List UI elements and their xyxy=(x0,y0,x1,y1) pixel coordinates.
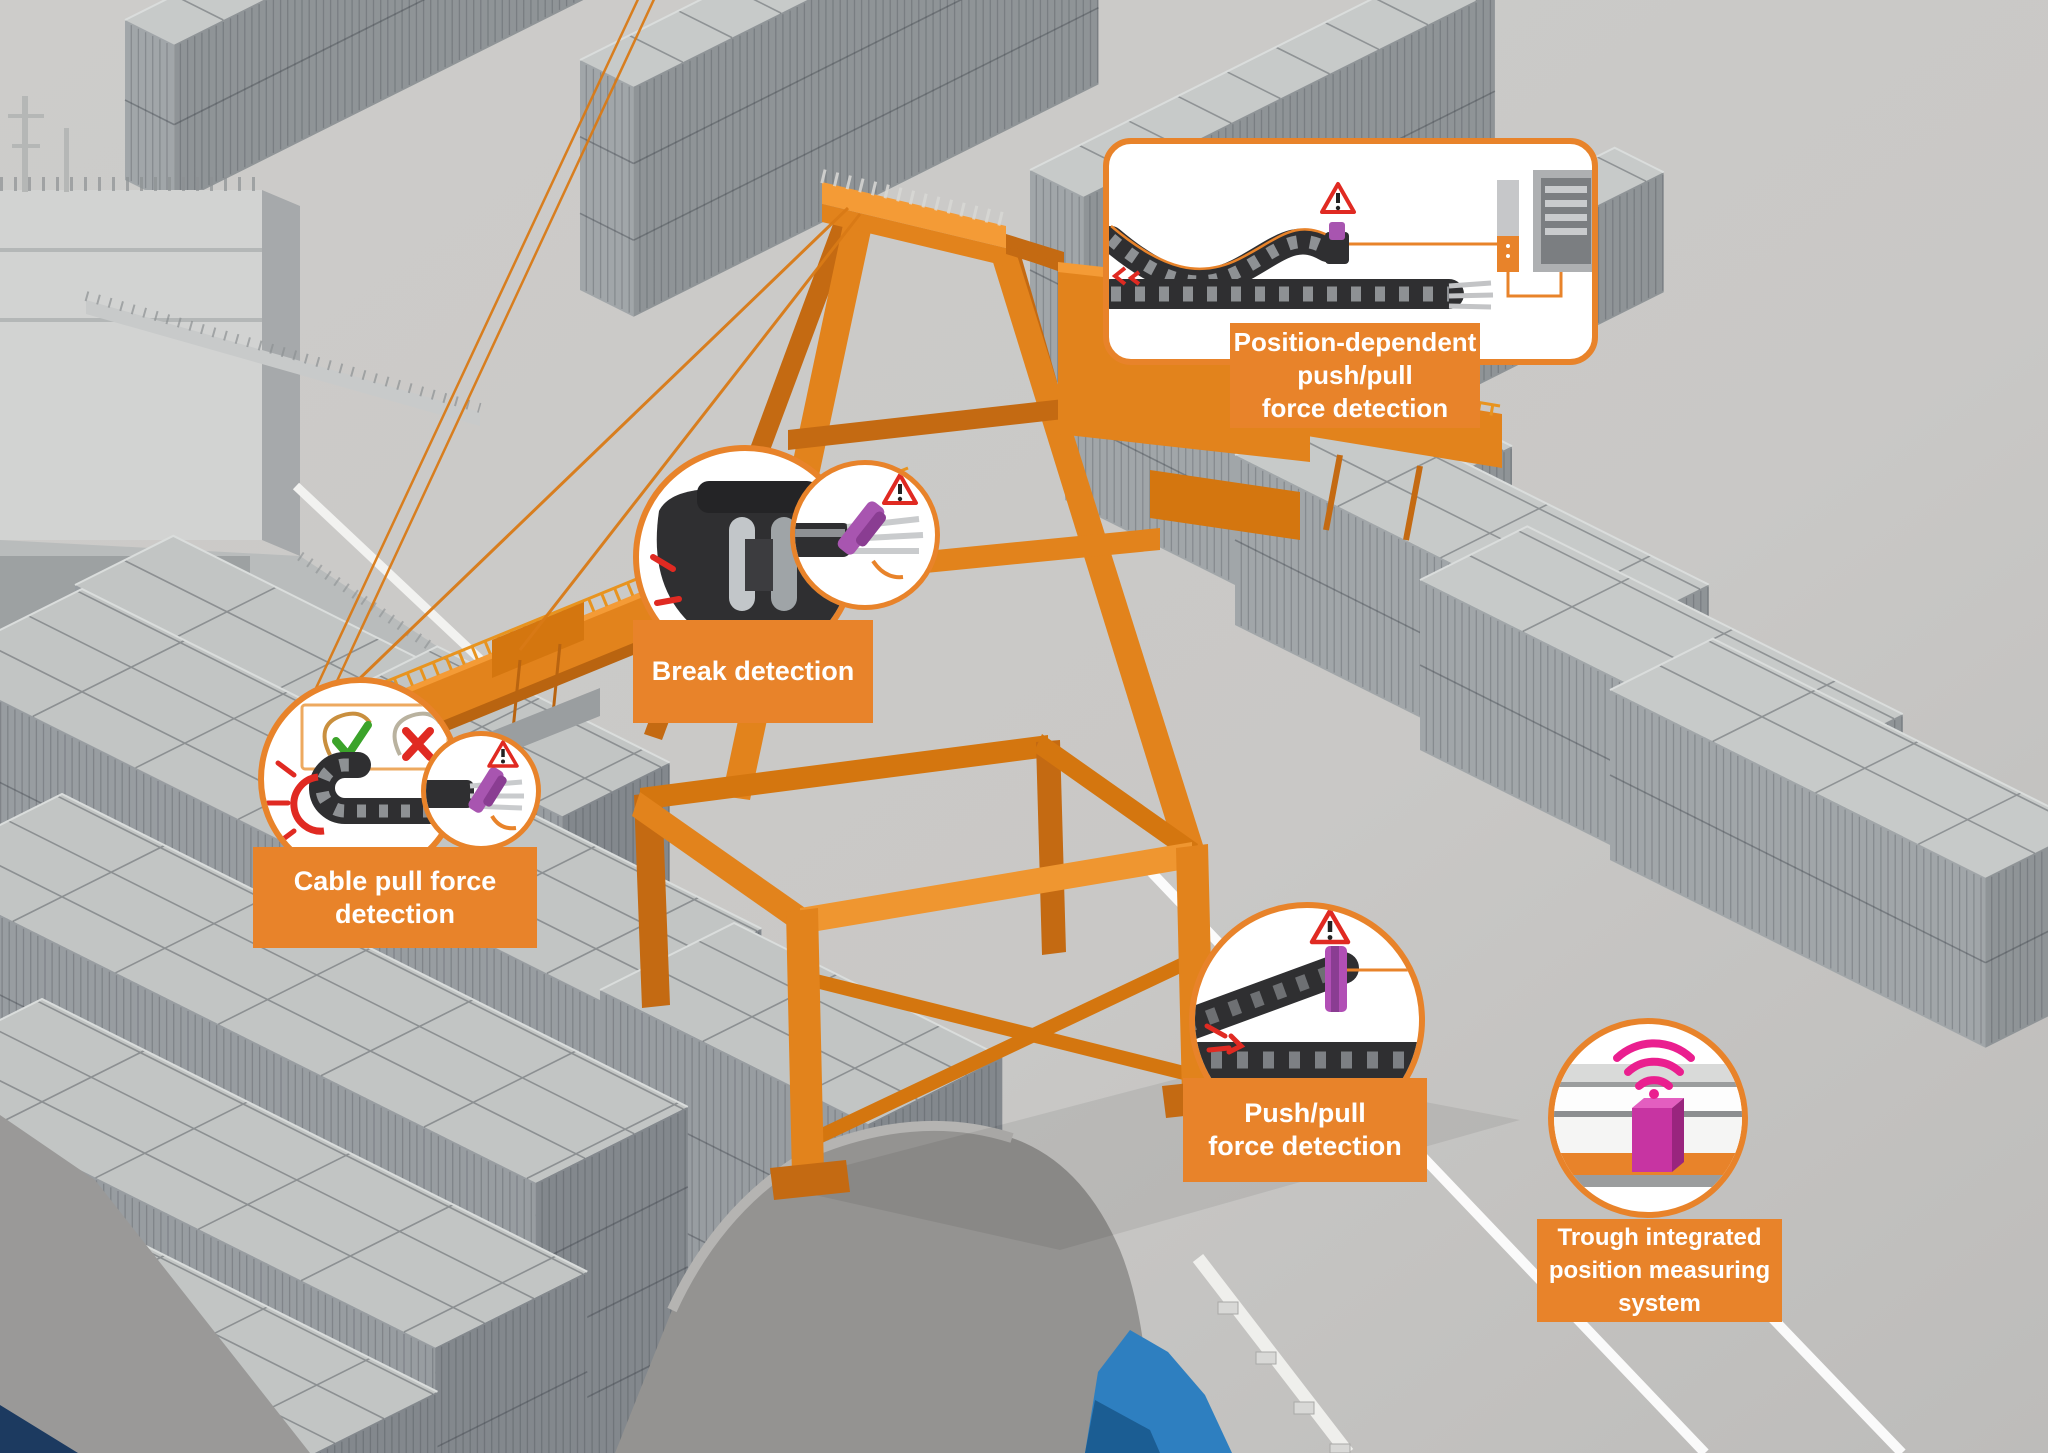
callout-break-detection-sensor xyxy=(790,460,940,610)
label-position-dependent: Position-dependent push/pull force detec… xyxy=(1230,323,1480,428)
force-sensor-icon xyxy=(1325,946,1347,1012)
label-line: system xyxy=(1618,1290,1701,1317)
crack-marks-icon xyxy=(1204,1023,1246,1055)
label-line: Trough integrated xyxy=(1557,1224,1762,1251)
energy-chain-icon xyxy=(309,752,456,824)
wireless-signal-icon xyxy=(1613,1039,1695,1090)
position-sensor-icon xyxy=(1632,1098,1684,1172)
warning-triangle-icon xyxy=(1320,182,1356,214)
label-line: detection xyxy=(334,898,455,929)
label-line: Cable pull force xyxy=(293,865,497,896)
energy-chain-icon xyxy=(1195,952,1419,1078)
quay-edge xyxy=(1192,1254,1354,1453)
label-push-pull: Push/pull force detection xyxy=(1183,1078,1427,1182)
energy-chain-icon xyxy=(1109,225,1494,310)
label-break-detection: Break detection xyxy=(633,620,873,723)
push-pull-sensor-icon xyxy=(1325,222,1349,264)
position-detection-illustration xyxy=(1109,170,1592,310)
label-line: push/pull xyxy=(1297,360,1413,390)
chain-loop-fail-icon xyxy=(392,711,442,761)
ship-hull-bow xyxy=(615,1125,1152,1453)
water xyxy=(0,1330,1232,1453)
label-line: force detection xyxy=(1261,393,1449,423)
label-line: Position-dependent xyxy=(1233,327,1477,357)
cable-sensor-illustration xyxy=(426,740,524,831)
warning-triangle-icon xyxy=(882,473,918,505)
label-cable-pull: Cable pull force detection xyxy=(253,847,537,948)
callout-trough-system xyxy=(1548,1018,1748,1218)
callout-cable-pull-sensor xyxy=(421,731,541,851)
cable-pull-illustration xyxy=(265,703,456,846)
sensor-clamp-icon xyxy=(468,767,507,813)
push-pull-illustration xyxy=(1195,908,1419,1078)
trough-illustration xyxy=(1554,1039,1742,1187)
sensor-clamp-icon xyxy=(837,501,887,555)
label-line: Push/pull xyxy=(1244,1098,1366,1128)
crane-portal xyxy=(632,734,1240,1200)
warning-triangle-icon xyxy=(1309,908,1351,945)
break-sensor-illustration xyxy=(795,473,924,580)
label-line: position measuring xyxy=(1548,1257,1771,1284)
energy-chain-icon xyxy=(426,780,474,808)
x-icon xyxy=(402,727,434,761)
label-trough-system: Trough integrated position measuring sys… xyxy=(1537,1219,1782,1322)
crane-stay-ropes xyxy=(286,0,862,753)
ship-hull-left xyxy=(0,1115,310,1453)
control-cabinet-icon xyxy=(1349,170,1592,298)
crack-marks-icon xyxy=(1111,266,1141,286)
sensor-cable xyxy=(871,559,904,580)
crack-marks-icon xyxy=(265,760,325,846)
warning-triangle-icon xyxy=(487,740,519,768)
label-line: force detection xyxy=(1208,1131,1402,1161)
label-line: Break detection xyxy=(651,656,855,686)
